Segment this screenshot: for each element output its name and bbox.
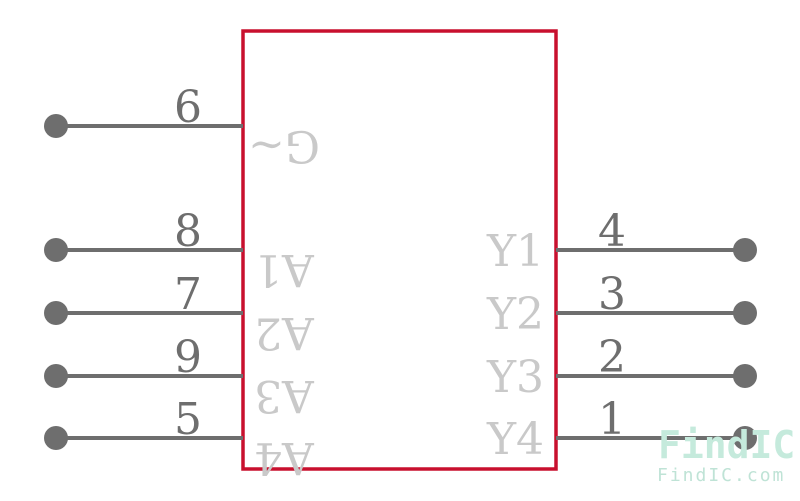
pin-2: 2 Y3 bbox=[486, 332, 757, 403]
pin-name: Y1 bbox=[486, 226, 544, 277]
pin-4: 4 Y1 bbox=[486, 206, 757, 277]
pin-terminal-dot bbox=[44, 364, 68, 388]
pin-number: 8 bbox=[174, 206, 202, 257]
pin-6: 6G~ bbox=[44, 82, 320, 171]
pin-name: Y4 bbox=[486, 414, 544, 465]
pin-name: A2 bbox=[254, 307, 315, 358]
pin-name: Y3 bbox=[486, 352, 544, 403]
pin-name: G~ bbox=[248, 120, 320, 171]
pin-number: 4 bbox=[598, 206, 626, 257]
pin-9: 9A3 bbox=[44, 332, 315, 421]
pin-3: 3 Y2 bbox=[486, 269, 757, 340]
pin-number: 5 bbox=[174, 394, 202, 445]
pin-7: 7A2 bbox=[44, 269, 315, 358]
findic-watermark: FindIC FindIC.com bbox=[657, 423, 795, 486]
pin-terminal-dot bbox=[733, 364, 757, 388]
pin-number: 6 bbox=[174, 82, 202, 133]
pin-name: A4 bbox=[254, 432, 315, 483]
pin-terminal-dot bbox=[733, 238, 757, 262]
pin-5: 5A4 bbox=[44, 394, 315, 483]
pin-terminal-dot bbox=[44, 114, 68, 138]
pin-1: 1 Y4 bbox=[486, 394, 757, 465]
pin-number: 9 bbox=[174, 332, 202, 383]
watermark-url: FindIC.com bbox=[657, 465, 785, 486]
right-pins: 4 Y1 3 Y2 2 Y3 1 Y4 bbox=[486, 206, 757, 465]
pin-number: 1 bbox=[598, 394, 626, 445]
watermark-logo: FindIC bbox=[658, 423, 795, 467]
pin-number: 2 bbox=[598, 332, 626, 383]
pin-name: Y2 bbox=[486, 289, 544, 340]
pin-name: A3 bbox=[254, 370, 315, 421]
pin-terminal-dot bbox=[44, 301, 68, 325]
pin-number: 7 bbox=[174, 269, 202, 320]
pin-terminal-dot bbox=[44, 426, 68, 450]
pin-terminal-dot bbox=[733, 426, 757, 450]
pin-name: A1 bbox=[254, 244, 315, 295]
pin-8: 8A1 bbox=[44, 206, 315, 295]
pin-number: 3 bbox=[598, 269, 626, 320]
pin-terminal-dot bbox=[733, 301, 757, 325]
pin-terminal-dot bbox=[44, 238, 68, 262]
